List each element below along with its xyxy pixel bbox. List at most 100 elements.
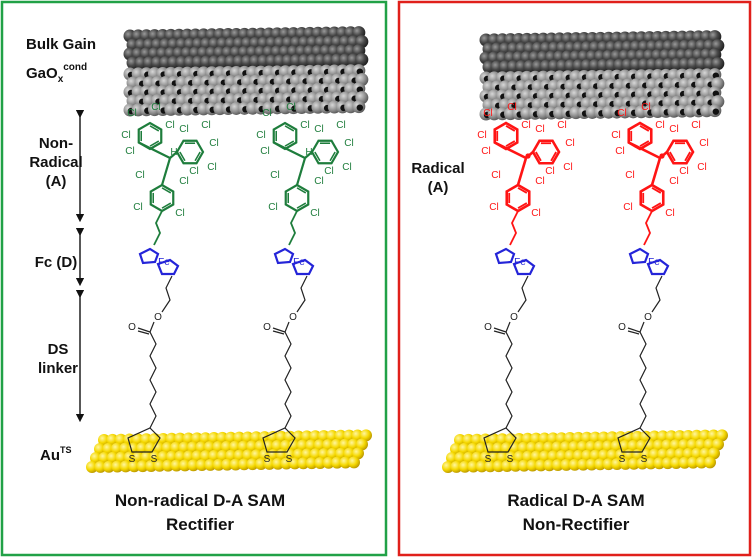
chlorine-atom: Cl — [557, 120, 566, 131]
chlorine-atom: Cl — [268, 202, 277, 213]
chlorine-atom: Cl — [625, 170, 634, 181]
sulfur-atom: S — [129, 454, 136, 465]
chlorine-atom: Cl — [342, 162, 351, 173]
au-label: AuTS — [40, 445, 72, 464]
chlorine-atom: Cl — [699, 138, 708, 149]
chlorine-atom: Cl — [125, 146, 134, 157]
nonradical-label-line2: Radical — [29, 154, 82, 171]
iron-atom: Fe — [648, 257, 660, 268]
chlorine-atom: Cl — [535, 176, 544, 187]
chlorine-atom: Cl — [135, 170, 144, 181]
chlorine-atom: Cl — [179, 176, 188, 187]
oxygen-atom: O — [644, 312, 652, 323]
gold-electrode-right — [442, 429, 728, 473]
chlorine-atom: Cl — [209, 138, 218, 149]
chlorine-atom: Cl — [641, 102, 650, 113]
iron-atom: Fe — [514, 257, 526, 268]
sulfur-atom: S — [151, 454, 158, 465]
gaox-layer — [479, 68, 725, 121]
cyclopentadienyl-ring — [512, 258, 536, 276]
oxygen-atom: O — [154, 312, 162, 323]
chlorine-atom: Cl — [491, 170, 500, 181]
chlorine-atom: Cl — [617, 108, 626, 119]
radical-dot — [525, 153, 531, 159]
hydrogen-atom: H — [305, 147, 312, 158]
gaox-layer — [123, 64, 369, 117]
ds-label-line1: DS — [48, 341, 69, 358]
oxygen-atom: O — [484, 322, 492, 333]
sulfur-atom: S — [507, 454, 514, 465]
sulfur-atom: S — [619, 454, 626, 465]
left-caption-line1: Non-radical D-A SAM — [115, 491, 285, 510]
chlorine-atom: Cl — [201, 120, 210, 131]
chlorine-atom: Cl — [286, 102, 295, 113]
cyclopentadienyl-ring — [291, 258, 315, 276]
chlorine-atom: Cl — [300, 120, 309, 131]
radical-dot — [659, 153, 665, 159]
oxygen-atom: O — [263, 322, 271, 333]
chlorine-atom: Cl — [151, 102, 160, 113]
oxygen-atom: O — [618, 322, 626, 333]
right-caption-line2: Non-Rectifier — [523, 515, 630, 534]
fc-label: Fc (D) — [35, 254, 78, 271]
chlorine-atom: Cl — [314, 176, 323, 187]
chlorine-atom: Cl — [531, 208, 540, 219]
cyclopentadienyl-ring — [628, 247, 650, 265]
chlorine-atom: Cl — [545, 166, 554, 177]
radical-label-line1: Radical — [411, 160, 464, 177]
chlorine-atom: Cl — [207, 162, 216, 173]
chlorine-atom: Cl — [655, 120, 664, 131]
nonradical-label-line1: Non- — [39, 135, 73, 152]
chlorine-atom: Cl — [483, 108, 492, 119]
chlorine-atom: Cl — [127, 108, 136, 119]
ds-label-line2: linker — [38, 360, 78, 377]
chlorine-atom: Cl — [165, 120, 174, 131]
chlorine-atom: Cl — [521, 120, 530, 131]
cyclopentadienyl-ring — [646, 258, 670, 276]
nonradical-label-line3: (A) — [46, 173, 67, 190]
left-panel-frame — [0, 0, 388, 557]
chlorine-atom: Cl — [175, 208, 184, 219]
radical-label-line2: (A) — [428, 179, 449, 196]
cyclopentadienyl-ring — [138, 247, 160, 265]
gaox-label: GaOxcond — [26, 62, 87, 85]
ga-bulk-layer — [479, 30, 725, 74]
gallium-electrode-right — [479, 30, 725, 121]
chlorine-atom: Cl — [563, 162, 572, 173]
chlorine-atom: Cl — [489, 202, 498, 213]
sulfur-atom: S — [264, 454, 271, 465]
chlorine-atom: Cl — [691, 120, 700, 131]
gallium-electrode-left — [123, 26, 369, 117]
chlorine-atom: Cl — [336, 120, 345, 131]
right-caption-line1: Radical D-A SAM — [507, 491, 644, 510]
chlorine-atom: Cl — [121, 130, 130, 141]
cyclopentadienyl-ring — [494, 247, 516, 265]
chlorine-atom: Cl — [669, 124, 678, 135]
sulfur-atom: S — [485, 454, 492, 465]
chlorine-atom: Cl — [344, 138, 353, 149]
cyclopentadienyl-ring — [273, 247, 295, 265]
ga-bulk-layer — [123, 26, 369, 70]
chlorine-atom: Cl — [623, 202, 632, 213]
oxygen-atom: O — [289, 312, 297, 323]
right-panel-frame — [397, 0, 752, 557]
chlorine-atom: Cl — [697, 162, 706, 173]
chlorine-atom: Cl — [260, 146, 269, 157]
chlorine-atom: Cl — [256, 130, 265, 141]
chlorine-atom: Cl — [565, 138, 574, 149]
bulk-gain-label: Bulk Gain — [26, 36, 96, 53]
oxygen-atom: O — [128, 322, 136, 333]
chlorine-atom: Cl — [270, 170, 279, 181]
hydrogen-atom: H — [170, 147, 177, 158]
chlorine-atom: Cl — [611, 130, 620, 141]
chlorine-atom: Cl — [310, 208, 319, 219]
chlorine-atom: Cl — [665, 208, 674, 219]
chlorine-atom: Cl — [189, 166, 198, 177]
chlorine-atom: Cl — [179, 124, 188, 135]
chlorine-atom: Cl — [507, 102, 516, 113]
chlorine-atom: Cl — [669, 176, 678, 187]
